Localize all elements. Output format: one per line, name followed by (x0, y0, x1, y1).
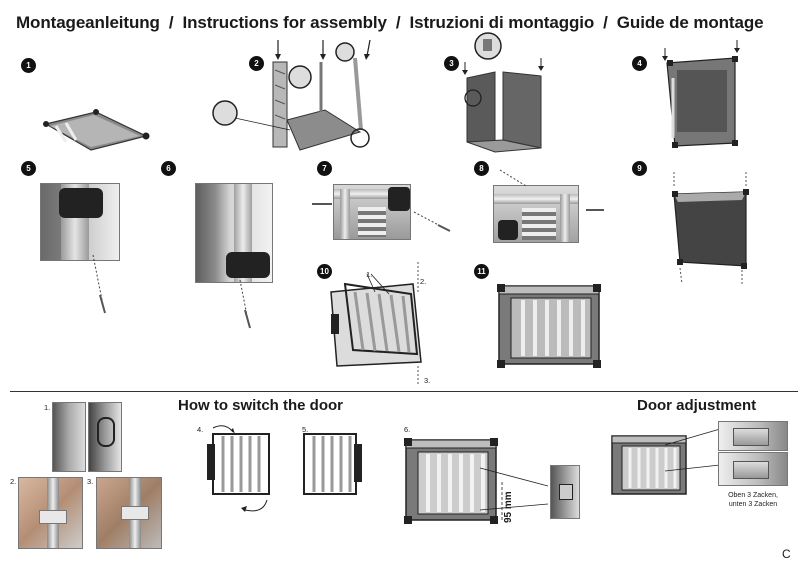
switch-door-mirrored-illustration (303, 433, 362, 495)
title-en: Instructions for assembly (182, 13, 387, 32)
switch-substep-1: 1. (44, 403, 51, 412)
step-6-photo (195, 183, 273, 283)
step-badge-11: 11 (474, 264, 489, 279)
page-letter: C (782, 547, 791, 561)
step-badge-6: 6 (161, 161, 176, 176)
step-1-illustration (43, 109, 150, 151)
door-adjustment-title: Door adjustment (637, 397, 757, 414)
step-10-callout-1: 1. (366, 270, 373, 279)
switch-photo-2 (18, 477, 83, 549)
title-de: Montageanleitung (16, 13, 160, 32)
step-badge-9: 9 (632, 161, 647, 176)
switch-photo-1b (88, 402, 122, 472)
step-badge-7: 7 (317, 161, 332, 176)
switch-substep-3: 3. (87, 477, 94, 486)
switch-substep-4: 4. (197, 425, 204, 434)
adjustment-leader-lines (664, 428, 721, 472)
step-7-screws (312, 203, 451, 232)
step-badge-8: 8 (474, 161, 489, 176)
step-8-screws (499, 169, 604, 211)
step-5-screw (92, 254, 106, 314)
switch-crate-illustration (404, 438, 498, 524)
switch-photo-3 (96, 477, 162, 549)
switch-door-title: How to switch the door (178, 397, 343, 414)
section-divider (10, 391, 798, 392)
title-separator: / (603, 13, 608, 32)
step-badge-1: 1 (21, 58, 36, 73)
title-fr: Guide de montage (616, 13, 764, 32)
step-10-callout-2: 2. (420, 277, 427, 286)
step-4-illustration (662, 40, 740, 148)
adjustment-crate-illustration (611, 435, 687, 495)
adjustment-note-line1: Oben 3 Zacken, (728, 492, 778, 499)
adjustment-closeup-top (718, 421, 788, 451)
step-badge-2: 2 (249, 56, 264, 71)
step-7-photo (333, 184, 411, 240)
title-it: Istruzioni di montaggio (409, 13, 595, 32)
step-6-screw (239, 279, 251, 329)
measure-lines (479, 467, 549, 520)
step-badge-5: 5 (21, 161, 36, 176)
adjustment-closeup-bottom (718, 452, 788, 486)
title-separator: / (168, 13, 174, 32)
step-9-illustration (672, 172, 749, 286)
step-10-callout-3: 3. (424, 376, 431, 385)
switch-substep-2: 2. (10, 477, 17, 486)
page-title: Montageanleitung / Instructions for assemb… (16, 13, 764, 33)
step-badge-3: 3 (444, 56, 459, 71)
step-11-illustration (497, 284, 601, 368)
measure-95mm-label: 95 mm (503, 491, 514, 523)
switch-substep-5: 5. (302, 425, 309, 434)
title-separator: / (395, 13, 401, 32)
step-3-illustration (462, 32, 544, 153)
step-badge-4: 4 (632, 56, 647, 71)
step-2-illustration (212, 39, 371, 151)
adjustment-note: Oben 3 Zacken, unten 3 Zacken (716, 491, 790, 509)
switch-substep-6: 6. (404, 425, 411, 434)
step-5-photo (40, 183, 120, 261)
step-badge-10: 10 (317, 264, 332, 279)
measure-closeup-photo (550, 465, 580, 519)
step-8-photo (493, 185, 579, 243)
adjustment-note-line2: unten 3 Zacken (728, 501, 778, 508)
step-10-illustration (330, 262, 422, 386)
switch-door-rotate-illustration (207, 425, 270, 512)
switch-photo-1a (52, 402, 86, 472)
